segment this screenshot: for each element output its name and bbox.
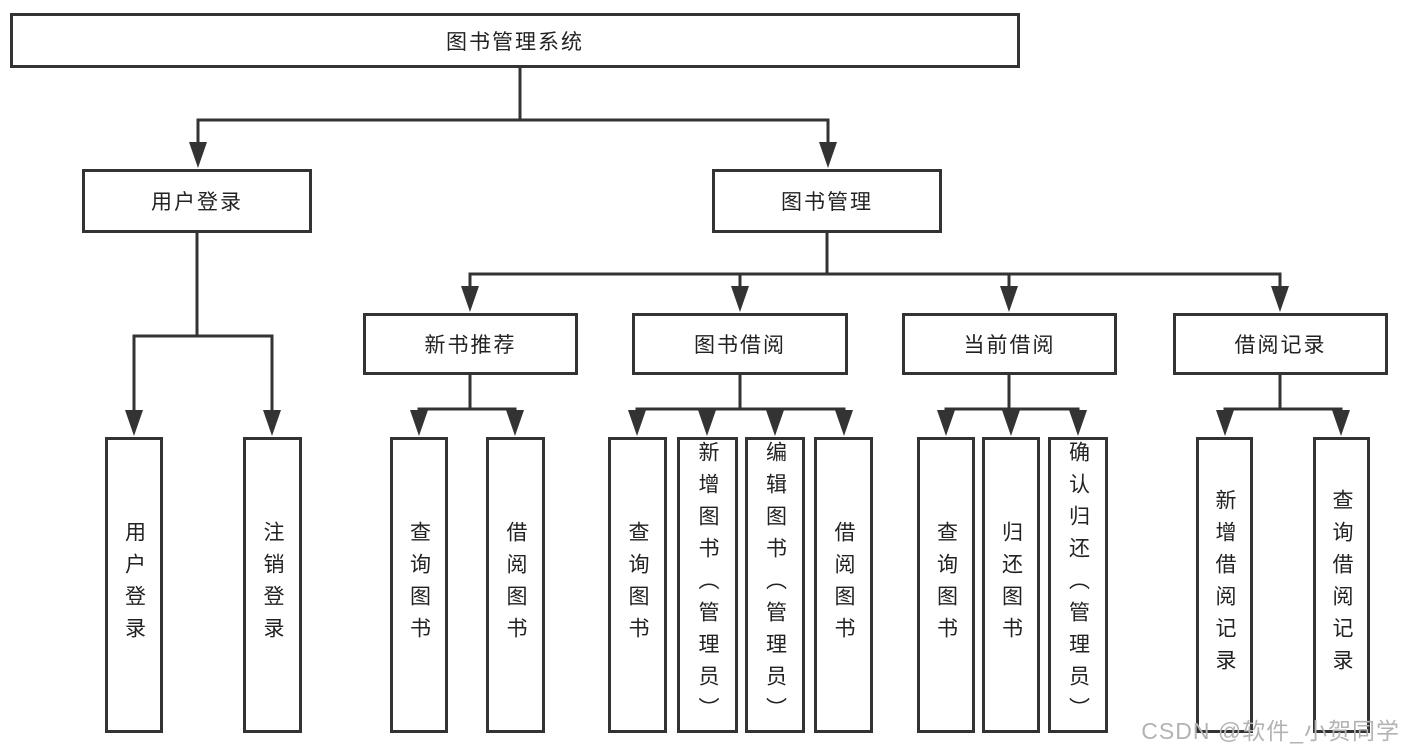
arrowhead-down-icon xyxy=(263,410,281,436)
leaf-edit-book-admin: 编辑图书（管理员） xyxy=(745,437,805,733)
leaf-user-login-label: 用户登录 xyxy=(122,521,146,649)
arrowhead-down-icon xyxy=(1069,410,1087,436)
arrowhead-down-icon xyxy=(189,142,207,168)
leaf-add-book-admin: 新增图书（管理员） xyxy=(677,437,738,733)
node-borrow-records-label: 借阅记录 xyxy=(1234,334,1327,357)
node-book-borrow-label: 图书借阅 xyxy=(694,334,786,357)
node-current-borrow: 当前借阅 xyxy=(902,313,1117,375)
arrowhead-down-icon xyxy=(1000,286,1018,312)
leaf-query-books-borrow-label: 查询图书 xyxy=(626,521,649,649)
node-new-book-recommend: 新书推荐 xyxy=(363,313,578,375)
leaf-query-books-borrow: 查询图书 xyxy=(608,437,667,733)
leaf-query-borrow-record-label: 查询借阅记录 xyxy=(1330,489,1353,681)
arrowhead-down-icon xyxy=(698,410,716,436)
leaf-confirm-return-admin: 确认归还（管理员） xyxy=(1048,437,1108,733)
node-book-management: 图书管理 xyxy=(712,169,942,233)
connector-book-management-to-level3 xyxy=(461,231,1289,312)
node-user-login-label: 用户登录 xyxy=(151,191,243,214)
leaf-query-borrow-record: 查询借阅记录 xyxy=(1313,437,1370,733)
leaf-logout-label: 注销登录 xyxy=(261,521,284,649)
leaf-borrow-book-label: 借阅图书 xyxy=(832,521,855,649)
leaf-query-books-current-label: 查询图书 xyxy=(934,521,958,649)
arrowhead-down-icon xyxy=(410,410,428,436)
connector-borrow-records-to-leaves xyxy=(1216,373,1350,436)
leaf-query-books-recommend-label: 查询图书 xyxy=(407,521,431,649)
leaf-add-borrow-record-label: 新增借阅记录 xyxy=(1213,489,1236,681)
arrowhead-down-icon xyxy=(1216,410,1234,436)
node-root-system: 图书管理系统 xyxy=(10,13,1020,68)
leaf-logout: 注销登录 xyxy=(243,437,302,733)
leaf-return-book: 归还图书 xyxy=(982,437,1040,733)
leaf-edit-book-admin-label: 编辑图书（管理员） xyxy=(763,441,787,729)
arrowhead-down-icon xyxy=(1271,286,1289,312)
arrowhead-down-icon xyxy=(1332,410,1350,436)
leaf-user-login: 用户登录 xyxy=(105,437,163,733)
node-root-system-label: 图书管理系统 xyxy=(446,30,584,54)
leaf-borrow-book: 借阅图书 xyxy=(814,437,873,733)
arrowhead-down-icon xyxy=(125,410,143,436)
arrowhead-down-icon xyxy=(731,286,749,312)
leaf-query-books-current: 查询图书 xyxy=(917,437,975,733)
node-new-book-recommend-label: 新书推荐 xyxy=(424,334,517,357)
leaf-return-book-label: 归还图书 xyxy=(999,521,1023,649)
arrowhead-down-icon xyxy=(1002,410,1020,436)
connector-root-to-level2 xyxy=(189,66,837,168)
arrowhead-down-icon xyxy=(766,410,784,436)
arrowhead-down-icon xyxy=(835,410,853,436)
csdn-watermark: CSDN @软件_小贺同学 xyxy=(1141,718,1400,744)
connector-new-book-to-leaves xyxy=(410,373,524,436)
arrowhead-down-icon xyxy=(461,286,479,312)
arrowhead-down-icon xyxy=(628,410,646,436)
arrowhead-down-icon xyxy=(937,410,955,436)
node-user-login: 用户登录 xyxy=(82,169,312,233)
arrowhead-down-icon xyxy=(506,410,524,436)
node-book-management-label: 图书管理 xyxy=(781,191,873,214)
node-current-borrow-label: 当前借阅 xyxy=(963,334,1056,357)
leaf-add-book-admin-label: 新增图书（管理员） xyxy=(696,441,719,729)
node-borrow-records: 借阅记录 xyxy=(1173,313,1388,375)
leaf-query-books-recommend: 查询图书 xyxy=(390,437,448,733)
connector-user-login-to-leaves xyxy=(125,231,281,436)
leaf-borrow-books-recommend-label: 借阅图书 xyxy=(504,521,527,649)
leaf-borrow-books-recommend: 借阅图书 xyxy=(486,437,545,733)
node-book-borrow: 图书借阅 xyxy=(632,313,848,375)
connector-book-borrow-to-leaves xyxy=(628,373,853,436)
leaf-add-borrow-record: 新增借阅记录 xyxy=(1196,437,1253,733)
arrowhead-down-icon xyxy=(819,142,837,168)
connector-current-borrow-to-leaves xyxy=(937,373,1087,436)
leaf-confirm-return-admin-label: 确认归还（管理员） xyxy=(1066,441,1090,729)
